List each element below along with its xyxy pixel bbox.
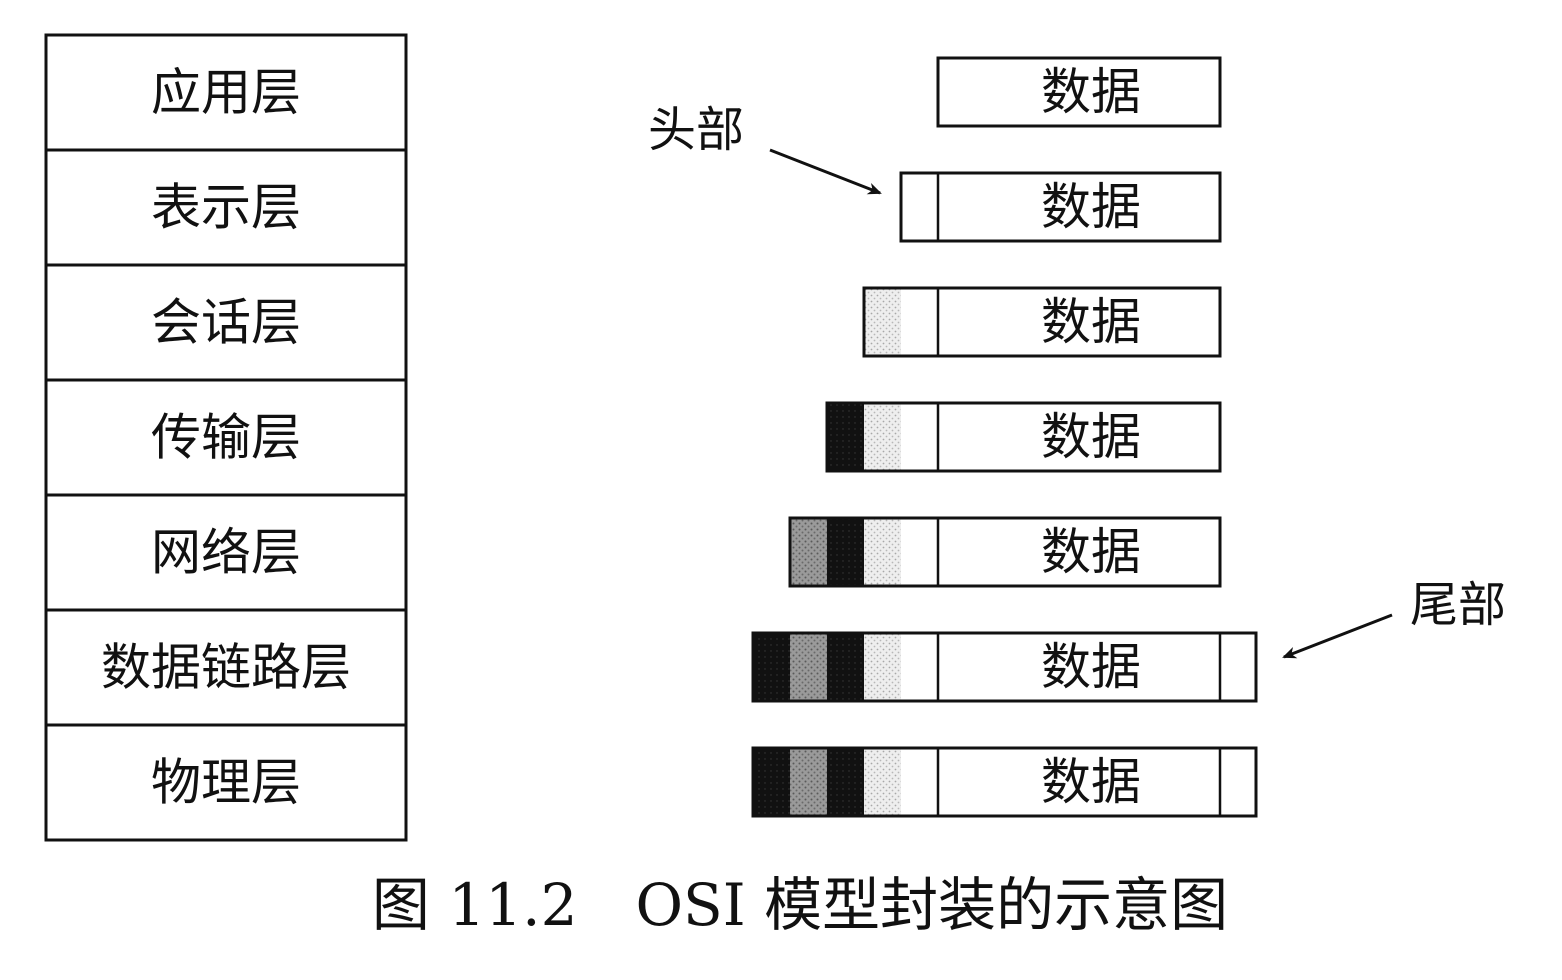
packet-header-segment bbox=[901, 173, 938, 241]
packet-header-segment bbox=[901, 403, 938, 471]
packet-outline bbox=[751, 631, 1258, 703]
header-callout-label: 头部 bbox=[648, 102, 744, 158]
encapsulated-packet: 数据 bbox=[751, 631, 1258, 703]
encapsulated-packet: 数据 bbox=[751, 746, 1258, 818]
trailer-callout-arrow bbox=[1282, 613, 1393, 659]
osi-layer-label: 传输层 bbox=[151, 409, 301, 467]
encapsulated-packet: 数据 bbox=[899, 171, 1222, 243]
trailer-callout-label: 尾部 bbox=[1410, 577, 1506, 633]
packet-outline bbox=[825, 401, 1222, 473]
packet-header-segment bbox=[827, 518, 864, 586]
packet-data-label: 数据 bbox=[1041, 638, 1141, 696]
osi-layer: 物理层 bbox=[44, 723, 408, 842]
header-callout-arrow bbox=[769, 148, 882, 195]
packet-header-segment bbox=[864, 633, 901, 701]
packet-outline bbox=[936, 56, 1222, 128]
packet-header-segment bbox=[753, 748, 790, 816]
osi-layer-label: 应用层 bbox=[151, 64, 301, 122]
packet-data-label: 数据 bbox=[1041, 753, 1141, 811]
packet-header-segment bbox=[901, 748, 938, 816]
osi-layer-box bbox=[44, 148, 408, 267]
packet-trailer-segment bbox=[1220, 633, 1256, 701]
osi-layer-box bbox=[44, 608, 408, 727]
osi-layer-box bbox=[44, 723, 408, 842]
packet-header-segment bbox=[790, 633, 827, 701]
encapsulated-packet: 数据 bbox=[825, 401, 1222, 473]
packet-header-segment bbox=[827, 403, 864, 471]
packet-data-label: 数据 bbox=[1041, 63, 1141, 121]
packet-header-segment bbox=[864, 288, 901, 356]
osi-layer-label: 物理层 bbox=[151, 754, 301, 812]
packet-header-segment bbox=[864, 748, 901, 816]
figure-caption: 图 11.2 OSI 模型封装的示意图 bbox=[372, 871, 1228, 939]
header-callout: 头部 bbox=[648, 102, 882, 195]
packet-header-segment bbox=[901, 518, 938, 586]
packet-data-segment bbox=[938, 173, 1220, 241]
osi-layer-label: 网络层 bbox=[151, 524, 301, 582]
packet-data-label: 数据 bbox=[1041, 523, 1141, 581]
packet-data-segment bbox=[938, 633, 1220, 701]
packet-header-segment bbox=[901, 633, 938, 701]
packet-data-label: 数据 bbox=[1041, 408, 1141, 466]
packet-trailer-segment bbox=[1220, 748, 1256, 816]
packet-header-segment bbox=[864, 403, 901, 471]
encapsulated-packet: 数据 bbox=[788, 516, 1222, 588]
encapsulated-packet: 数据 bbox=[936, 56, 1222, 128]
osi-layer: 应用层 bbox=[44, 33, 408, 152]
osi-layer: 会话层 bbox=[44, 263, 408, 382]
osi-layer: 表示层 bbox=[44, 148, 408, 267]
packet-outline bbox=[788, 516, 1222, 588]
osi-layer: 传输层 bbox=[44, 378, 408, 497]
packet-outline bbox=[862, 286, 1222, 358]
osi-layer: 数据链路层 bbox=[44, 608, 408, 727]
packet-data-segment bbox=[938, 288, 1220, 356]
packet-data-segment bbox=[938, 748, 1220, 816]
packet-data-segment bbox=[938, 58, 1220, 126]
packet-header-segment bbox=[827, 748, 864, 816]
packet-header-segment bbox=[901, 288, 938, 356]
packet-outline bbox=[899, 171, 1222, 243]
osi-layer-label: 会话层 bbox=[151, 294, 301, 352]
osi-layer-label: 表示层 bbox=[151, 179, 301, 237]
packet-data-label: 数据 bbox=[1041, 293, 1141, 351]
packet-data-segment bbox=[938, 403, 1220, 471]
osi-layer-box bbox=[44, 33, 408, 152]
packet-data-segment bbox=[938, 518, 1220, 586]
osi-layer-label: 数据链路层 bbox=[101, 639, 351, 697]
packet-data-label: 数据 bbox=[1041, 178, 1141, 236]
packet-header-segment bbox=[790, 518, 827, 586]
osi-layer-box bbox=[44, 263, 408, 382]
osi-layer-box bbox=[44, 378, 408, 497]
packet-header-segment bbox=[827, 633, 864, 701]
packet-header-segment bbox=[864, 518, 901, 586]
packet-header-segment bbox=[790, 748, 827, 816]
osi-layer: 网络层 bbox=[44, 493, 408, 612]
trailer-callout: 尾部 bbox=[1282, 577, 1506, 659]
packet-outline bbox=[751, 746, 1258, 818]
encapsulated-packet: 数据 bbox=[862, 286, 1222, 358]
packet-header-segment bbox=[753, 633, 790, 701]
